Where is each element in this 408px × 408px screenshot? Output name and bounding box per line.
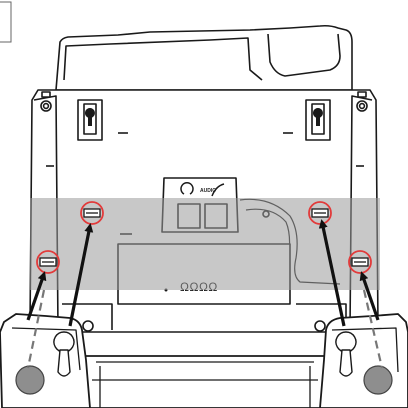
wall-keyhole-left xyxy=(77,99,103,141)
arrow-upper-left xyxy=(68,223,94,327)
cradle-ridge xyxy=(63,37,263,81)
right-foot-keyhole xyxy=(335,331,357,353)
cradle-hook xyxy=(267,33,341,77)
screw-top-right xyxy=(356,100,368,112)
stand-slots xyxy=(39,208,369,267)
rubber-foot-right xyxy=(363,365,393,395)
screw-bottom-right xyxy=(314,320,326,332)
left-foot-keyhole xyxy=(53,331,75,353)
rubber-foot-left xyxy=(15,365,45,395)
screw-bottom-left xyxy=(82,320,94,332)
audio-port-label: AUDIO xyxy=(200,188,216,194)
handset-cradle xyxy=(55,24,353,91)
arrow-upper-right xyxy=(318,219,346,327)
screw-top-left xyxy=(40,100,52,112)
insertion-arrows xyxy=(26,219,380,327)
screw-holes xyxy=(40,91,368,332)
arrow-lower-left xyxy=(26,271,47,321)
desk-stand xyxy=(0,313,408,408)
wall-keyhole-right xyxy=(305,99,331,141)
highlight-lower-left xyxy=(36,250,60,274)
handset-port-icon xyxy=(211,183,225,197)
stand-crossbar xyxy=(83,355,327,408)
guide-lines xyxy=(26,289,384,369)
arrow-lower-right xyxy=(359,271,380,321)
headset-port-icon xyxy=(180,182,194,195)
crop-marker xyxy=(0,1,12,43)
